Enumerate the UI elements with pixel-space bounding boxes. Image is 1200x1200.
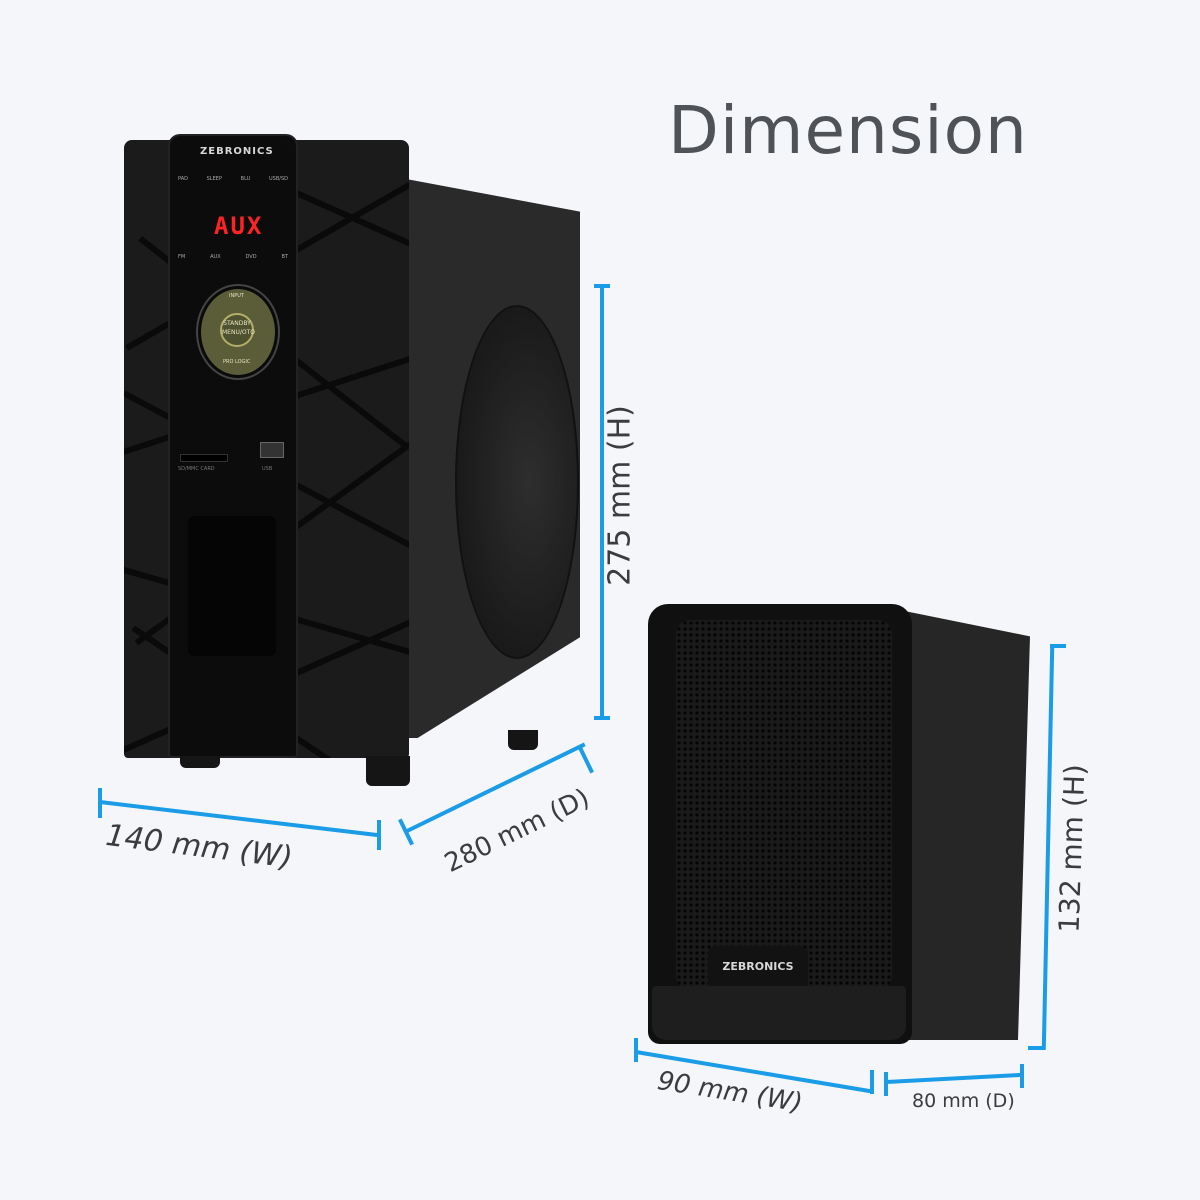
button-usb-sd: USB/SD — [269, 176, 288, 182]
dial-pro-logic-label: PRO LOGIC — [223, 359, 251, 365]
dimension-tick — [98, 788, 102, 818]
control-dial: INPUT STANDBY MENU/OTO PRO LOGIC — [198, 286, 278, 378]
mode-label-row: FM AUX DVD BT — [178, 254, 288, 260]
page-title: Dimension — [668, 92, 1028, 169]
dimension-tick — [594, 716, 610, 720]
button-pad: PAD — [178, 176, 188, 182]
button-sleep: SLEEP — [206, 176, 222, 182]
subwoofer-height-label: 275 mm (H) — [602, 405, 638, 586]
standby-button: STANDBY MENU/OTO — [220, 313, 255, 347]
lcd-display: AUX — [214, 212, 264, 240]
dimension-tick — [578, 746, 594, 774]
mode-fm: FM — [178, 254, 186, 260]
satellite-depth-label: 80 mm (D) — [912, 1090, 1015, 1112]
satellite-base — [652, 986, 906, 1040]
dimension-tick — [870, 1070, 874, 1094]
satellite-grille — [676, 620, 892, 990]
brand-logo: ZEBRONICS — [200, 146, 274, 157]
subwoofer-width-label: 140 mm (W) — [103, 818, 295, 876]
mode-aux: AUX — [210, 254, 221, 260]
top-button-row: PAD SLEEP BLU USB/SD — [178, 176, 288, 182]
sd-card-slot — [180, 454, 228, 462]
dial-input-label: INPUT — [229, 293, 244, 299]
dimension-tick — [594, 284, 610, 288]
standby-label: STANDBY MENU/OTO — [222, 320, 255, 336]
dimension-tick — [884, 1072, 888, 1096]
subwoofer-foot — [180, 756, 220, 768]
dimension-tick — [1028, 1046, 1044, 1050]
subwoofer-depth-label: 280 mm (D) — [440, 783, 595, 879]
subwoofer-foot — [508, 730, 538, 750]
height-dimension-line — [600, 285, 604, 720]
button-blu: BLU — [240, 176, 251, 182]
dimension-tick — [1050, 644, 1066, 648]
sd-card-label: SD/MMC CARD — [178, 466, 215, 472]
subwoofer-driver — [455, 305, 579, 659]
bass-port — [188, 516, 276, 656]
satellite-height-line — [1041, 646, 1055, 1050]
usb-port — [260, 442, 284, 458]
mode-dvd: DVD — [245, 254, 257, 260]
dimension-tick — [398, 818, 414, 846]
usb-label: USB — [262, 466, 273, 472]
dimension-tick — [377, 820, 381, 850]
satellite-brand-logo: ZEBRONICS — [708, 946, 808, 986]
mode-bt: BT — [281, 254, 288, 260]
subwoofer-foot — [366, 756, 410, 786]
satellite-height-label: 132 mm (H) — [1052, 763, 1092, 934]
subwoofer-control-panel: ZEBRONICS PAD SLEEP BLU USB/SD AUX FM AU… — [170, 136, 296, 756]
dimension-tick — [634, 1038, 638, 1062]
dimension-tick — [1020, 1064, 1024, 1088]
satellite-depth-line — [885, 1072, 1022, 1084]
